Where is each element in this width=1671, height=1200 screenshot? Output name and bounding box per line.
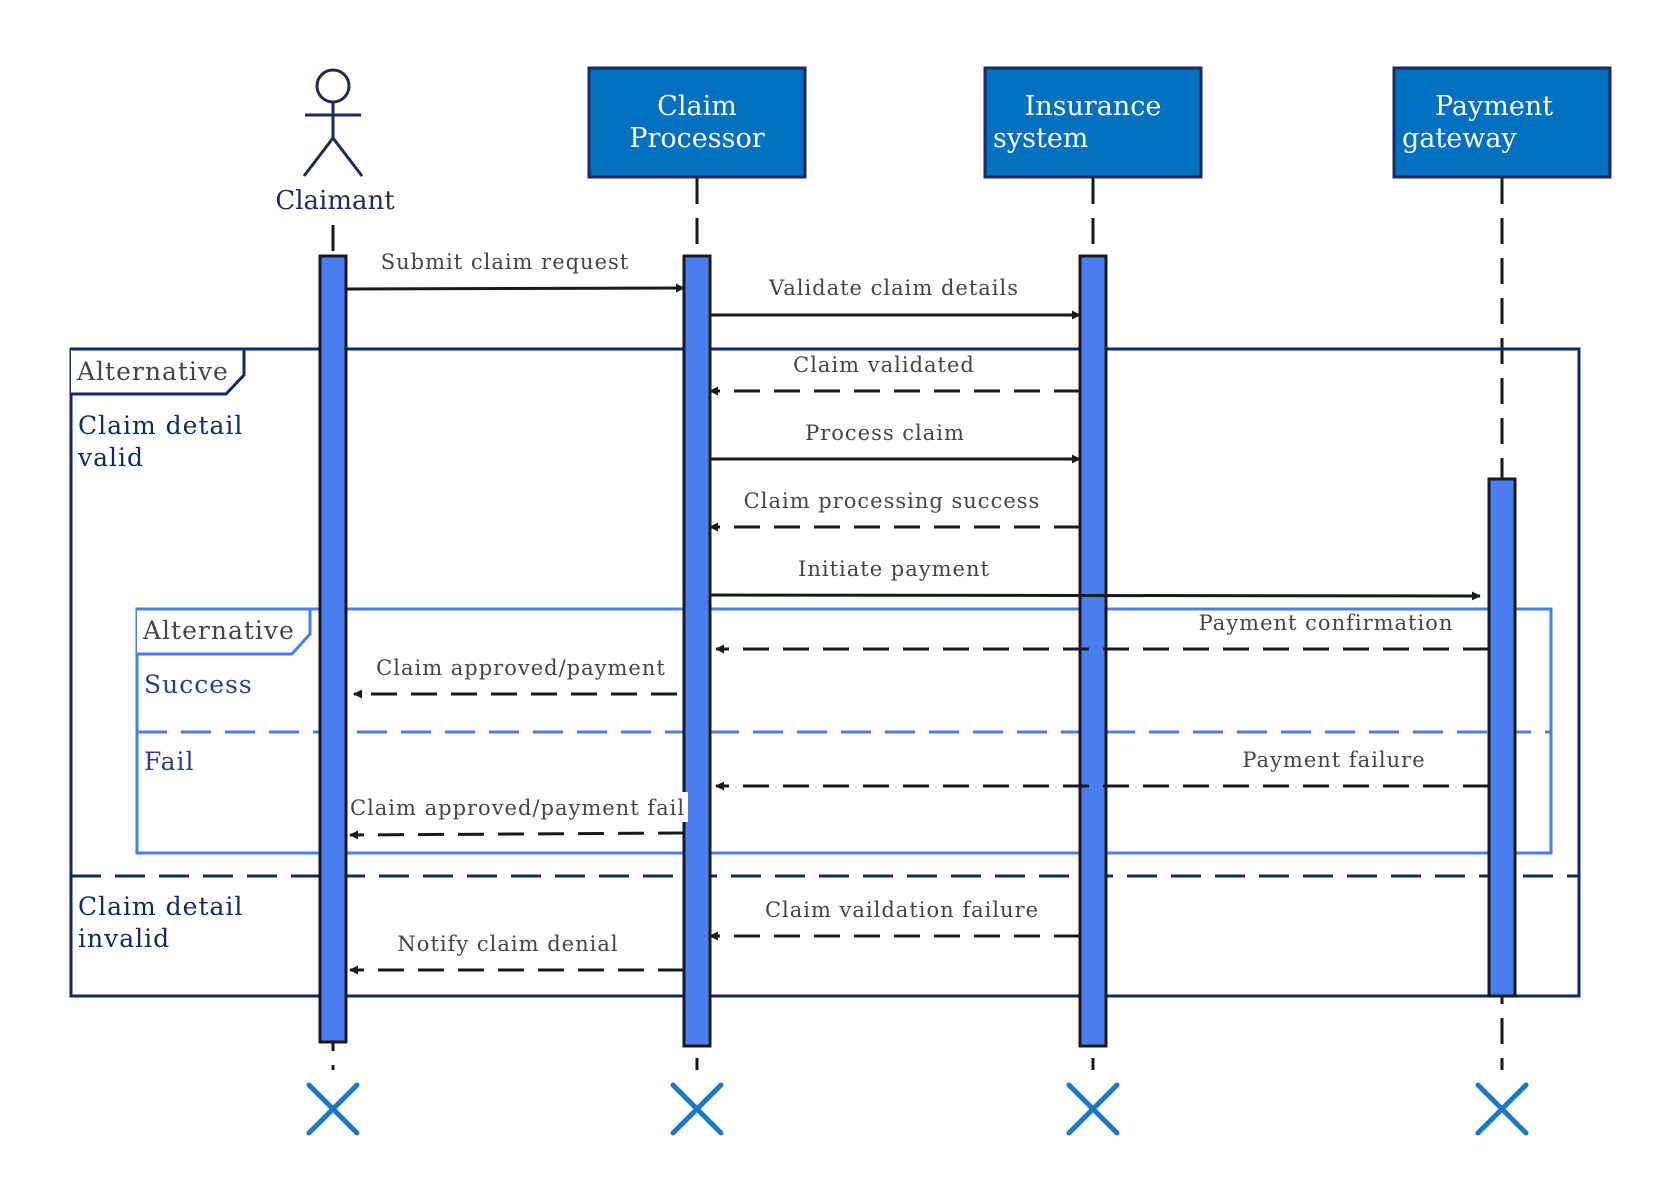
outer-alt-frame [69, 347, 1581, 998]
destroy-x-icon [1475, 1082, 1529, 1136]
msg-validation-failure-label: Claim vaildation failure [765, 898, 1039, 922]
outer-alt-title: Alternative [76, 357, 229, 386]
msg-process-label: Process claim [805, 421, 965, 445]
inner-alt-frame [135, 607, 1553, 855]
stick-figure-icon [302, 68, 364, 177]
msg-initiate-payment-label: Initiate payment [798, 557, 990, 581]
inner-alt-tab [137, 607, 312, 656]
destroy-marks [306, 1082, 1529, 1136]
insurance-system-label-line2: system [993, 123, 1088, 154]
inner-guard-fail: Fail [144, 747, 195, 776]
msg-submit-arrow [345, 283, 685, 293]
activation-processor [682, 254, 712, 1048]
inner-alt-title: Alternative [142, 616, 295, 645]
activation-insurance [1078, 254, 1108, 1048]
claim-processor-label-line2: Processor [629, 123, 764, 154]
participant-claim-processor: Claim Processor [587, 66, 807, 179]
outer-guard-invalid-line2: invalid [78, 924, 170, 953]
destroy-x-icon [1066, 1082, 1120, 1136]
messages: Submit claim request Validate claim deta… [345, 250, 1489, 975]
msg-initiate-payment-arrow [709, 591, 1481, 601]
msg-validated-label: Claim validated [793, 353, 975, 377]
participant-payment-gateway: Payment gateway [1392, 66, 1612, 179]
actor-claimant: Claimant [275, 68, 395, 216]
activation-payment [1487, 477, 1517, 998]
activations [318, 254, 1517, 1048]
outer-guard-valid-line1: Claim detail [78, 411, 243, 440]
outer-guard-invalid-line1: Claim detail [78, 892, 243, 921]
msg-approved-payment-fail-label-bg [348, 792, 688, 822]
msg-submit-label: Submit claim request [381, 250, 629, 274]
destroy-x-icon [670, 1082, 724, 1136]
msg-approved-payment-fail-arrow [349, 830, 685, 840]
inner-guard-success: Success [144, 670, 253, 699]
participant-insurance-system: Insurance system [983, 66, 1203, 179]
msg-processing-success-label: Claim processing success [744, 489, 1041, 513]
insurance-system-label-line1: Insurance [1025, 91, 1162, 122]
payment-gateway-label-line2: gateway [1402, 123, 1517, 154]
frame-labels: Alternative Claim detail valid Claim det… [76, 357, 295, 953]
msg-approved-payment-label: Claim approved/payment [376, 656, 666, 680]
msg-payment-confirmation-label: Payment confirmation [1199, 611, 1454, 635]
msg-approved-payment-fail-label: Claim approved/payment fail [350, 796, 685, 820]
destroy-x-icon [306, 1082, 360, 1136]
msg-validate-label: Validate claim details [768, 276, 1019, 300]
activation-claimant [318, 254, 348, 1044]
payment-gateway-label-line1: Payment [1435, 91, 1553, 122]
msg-notify-denial-label: Notify claim denial [397, 932, 618, 956]
outer-alt-tab [71, 347, 246, 396]
claim-processor-label-line1: Claim [657, 91, 737, 122]
msg-payment-failure-label: Payment failure [1242, 748, 1425, 772]
outer-guard-valid-line2: valid [77, 443, 144, 472]
claimant-label: Claimant [275, 186, 395, 216]
